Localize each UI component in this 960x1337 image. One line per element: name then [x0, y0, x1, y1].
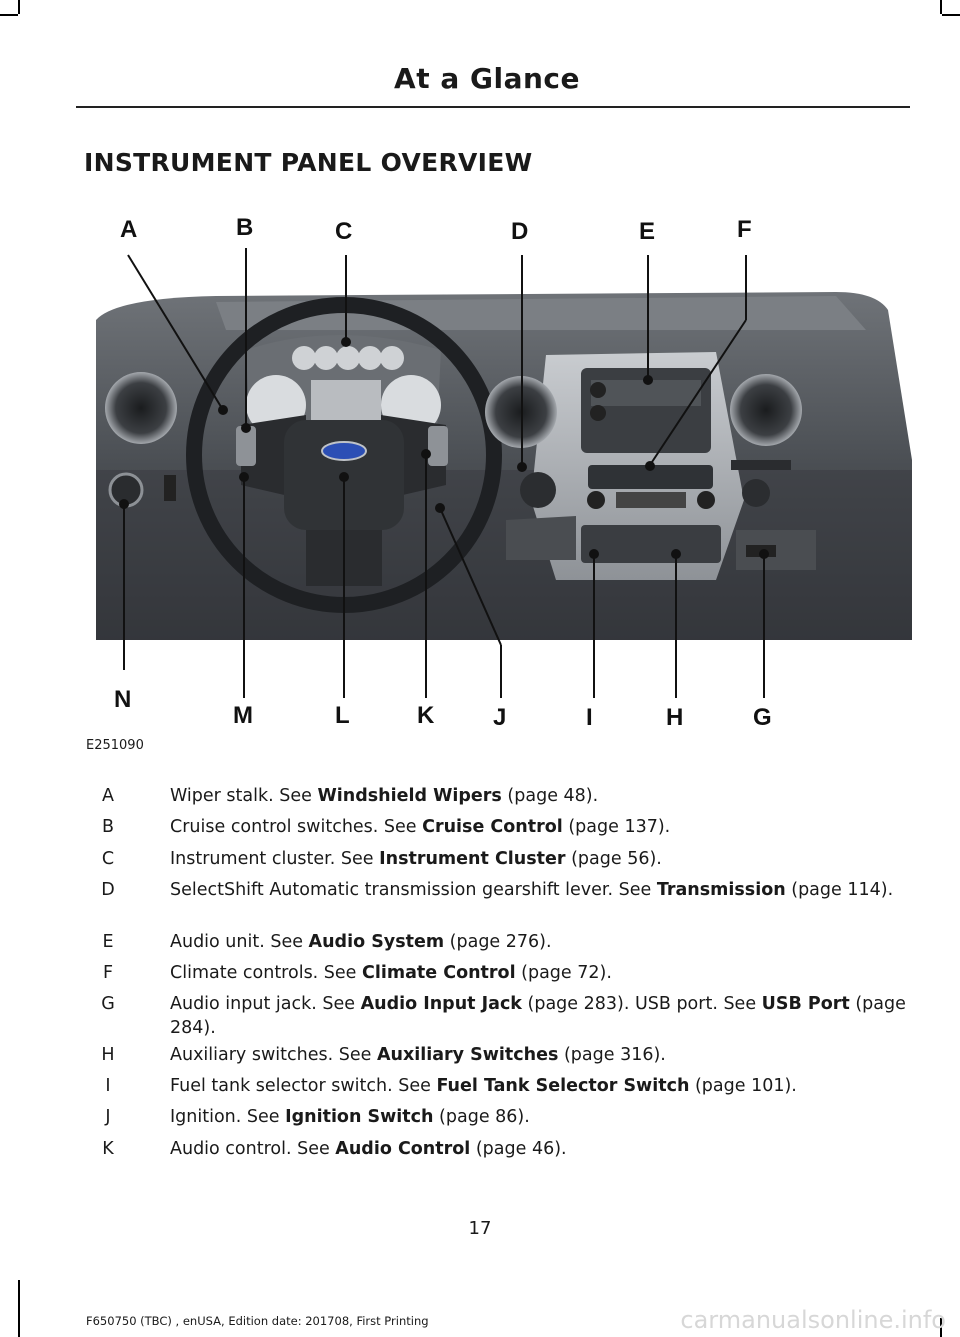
- legend-key: I: [105, 1076, 111, 1096]
- callout-label: E: [639, 218, 655, 245]
- cross-reference-link[interactable]: Audio Input Jack: [360, 994, 522, 1014]
- callout-label: H: [666, 704, 683, 731]
- cross-reference-link[interactable]: Ignition Switch: [285, 1107, 434, 1127]
- callout-label: D: [511, 218, 528, 245]
- crop-mark: [0, 14, 18, 16]
- legend-key: B: [101, 817, 114, 837]
- cross-reference-link[interactable]: Audio Control: [335, 1139, 471, 1159]
- cross-reference-link[interactable]: Cruise Control: [422, 817, 563, 837]
- callout-label: I: [586, 704, 593, 731]
- cross-reference-link[interactable]: Windshield Wipers: [317, 786, 502, 806]
- crop-mark: [18, 0, 20, 14]
- legend-key: D: [101, 880, 115, 900]
- callout-label: M: [233, 702, 253, 729]
- callout-label: F: [737, 216, 752, 243]
- callout-label: J: [493, 704, 506, 731]
- crop-mark: [942, 14, 960, 16]
- legend-key: J: [105, 1107, 111, 1127]
- legend-key: K: [102, 1139, 114, 1159]
- legend-key: A: [102, 786, 114, 806]
- page-header-title: At a Glance: [394, 62, 580, 95]
- header-divider: [76, 106, 910, 108]
- page-number: 17: [468, 1218, 492, 1239]
- cross-reference-link[interactable]: Transmission: [656, 880, 786, 900]
- callout-label: N: [114, 686, 131, 713]
- legend-key: E: [102, 932, 114, 952]
- cross-reference-link[interactable]: Auxiliary Switches: [376, 1045, 559, 1065]
- callout-label: A: [120, 216, 137, 243]
- crop-mark: [940, 0, 942, 14]
- callout-label: K: [417, 702, 435, 729]
- section-title: INSTRUMENT PANEL OVERVIEW: [84, 148, 533, 177]
- callout-label: B: [236, 214, 253, 241]
- cross-reference-link[interactable]: Instrument Cluster: [379, 849, 566, 869]
- callout-label: C: [335, 218, 352, 245]
- cross-reference-link[interactable]: USB Port: [761, 994, 850, 1014]
- callout-label: G: [753, 704, 772, 731]
- crop-mark: [18, 1280, 20, 1337]
- legend-key: F: [102, 963, 114, 983]
- callout-label: L: [335, 702, 350, 729]
- legend-key: H: [101, 1045, 115, 1065]
- figure-id: E251090: [86, 738, 144, 753]
- cross-reference-link[interactable]: Audio System: [308, 932, 445, 952]
- crop-mark: [940, 1318, 942, 1337]
- legend-key: C: [101, 849, 115, 869]
- instrument-panel-figure: A B C D E F N M L K J I H G: [96, 214, 912, 731]
- footer-edition: F650750 (TBC) , enUSA, Edition date: 201…: [86, 1314, 429, 1328]
- watermark: carmanualsonline.info: [680, 1306, 946, 1334]
- legend-key: G: [101, 994, 115, 1014]
- cross-reference-link[interactable]: Fuel Tank Selector Switch: [436, 1076, 690, 1096]
- cross-reference-link[interactable]: Climate Control: [362, 963, 516, 983]
